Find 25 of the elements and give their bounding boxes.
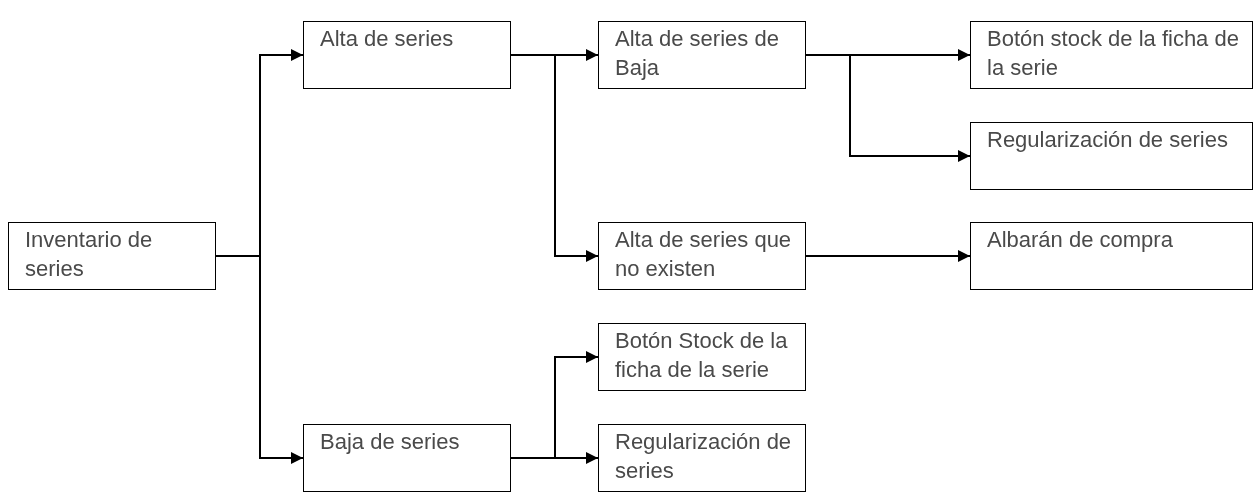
process-box xyxy=(598,21,806,89)
box-label: Botón Stock de la ficha de la serie xyxy=(615,327,789,384)
box-label: Regularización de series xyxy=(615,428,793,485)
box-label: Baja de series xyxy=(320,428,461,456)
process-box xyxy=(303,21,511,89)
process-box xyxy=(598,424,806,492)
arrow xyxy=(805,54,971,162)
box-label: Alta de series xyxy=(320,25,455,53)
box-label: Albarán de compra xyxy=(987,226,1174,254)
arrow xyxy=(215,255,304,464)
arrow xyxy=(805,250,971,262)
box-label: Alta de series de Baja xyxy=(615,25,780,82)
process-box xyxy=(970,21,1253,89)
process-box xyxy=(598,323,806,391)
arrow xyxy=(510,452,599,464)
box-label: Inventario de series xyxy=(25,226,154,283)
process-box xyxy=(598,222,806,290)
box-label: Botón stock de la ficha de la serie xyxy=(987,25,1240,82)
box-label: Alta de series que no existen xyxy=(615,226,793,283)
arrow xyxy=(510,54,599,262)
process-box xyxy=(303,424,511,492)
process-box xyxy=(8,222,216,290)
box-label: Regularización de series xyxy=(987,126,1229,154)
process-box xyxy=(970,222,1253,290)
process-box xyxy=(970,122,1253,190)
